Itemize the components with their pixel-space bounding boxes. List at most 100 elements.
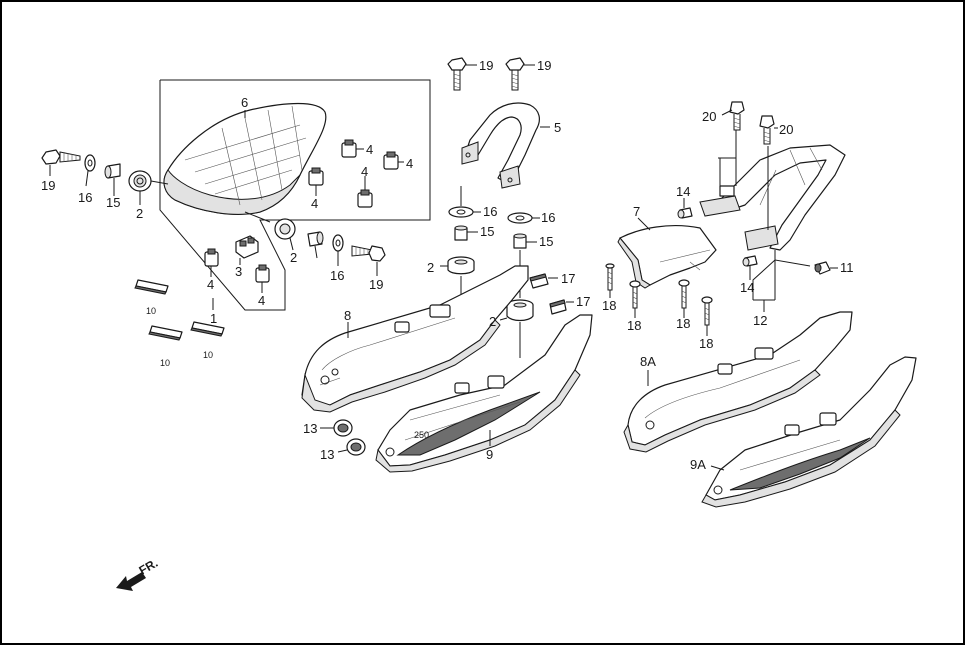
callout-16: 16 bbox=[78, 190, 92, 205]
clip-17-b bbox=[549, 299, 567, 315]
grommet-2-right-stack bbox=[506, 299, 534, 322]
callout-4: 4 bbox=[366, 142, 373, 157]
bolt-19-top-b bbox=[505, 57, 525, 91]
callout-19: 19 bbox=[537, 58, 551, 73]
bolt-19-top-a bbox=[447, 57, 467, 91]
strip-10-a bbox=[134, 279, 169, 295]
callout-6: 6 bbox=[241, 95, 248, 110]
seat bbox=[163, 102, 327, 215]
callout-4: 4 bbox=[311, 196, 318, 211]
washer-16-right-stack bbox=[507, 212, 533, 224]
collar-15-center bbox=[454, 225, 468, 241]
rubber-13-b bbox=[346, 438, 366, 456]
callout-5: 5 bbox=[554, 120, 561, 135]
callout-4: 4 bbox=[258, 293, 265, 308]
damper-4-low bbox=[357, 189, 373, 208]
side-panel-8A bbox=[623, 311, 853, 453]
callout-20: 20 bbox=[702, 109, 716, 124]
bolt-20-a bbox=[729, 101, 745, 131]
collar-15-left bbox=[104, 163, 121, 179]
callout-14: 14 bbox=[740, 280, 754, 295]
callout-9: 9 bbox=[486, 447, 493, 462]
pin-14-a bbox=[677, 207, 693, 219]
side-cover-9A bbox=[701, 356, 917, 508]
side-panel-8 bbox=[301, 265, 529, 413]
callout-18: 18 bbox=[676, 316, 690, 331]
damper-4-top-left bbox=[341, 139, 357, 158]
callout-13: 13 bbox=[303, 421, 317, 436]
front-direction-arrow bbox=[116, 572, 146, 591]
callout-11: 11 bbox=[840, 260, 854, 275]
callout-8A: 8A bbox=[640, 354, 656, 369]
callout-16: 16 bbox=[541, 210, 555, 225]
rubber-13-a bbox=[333, 419, 353, 437]
callout-19: 19 bbox=[41, 178, 55, 193]
callout-10: 10 bbox=[160, 358, 170, 368]
damper-4-mid bbox=[308, 167, 324, 186]
callout-18: 18 bbox=[627, 318, 641, 333]
callout-3: 3 bbox=[235, 264, 242, 279]
callout-19: 19 bbox=[369, 277, 383, 292]
callout-2: 2 bbox=[136, 206, 143, 221]
callout-17: 17 bbox=[576, 294, 590, 309]
damper-4-top-right bbox=[383, 151, 399, 170]
clip-17-a bbox=[529, 273, 549, 289]
grommet-2-left bbox=[128, 170, 152, 192]
bolt-19-left bbox=[41, 149, 81, 165]
screw-18-a bbox=[605, 263, 615, 291]
grommet-2-right bbox=[274, 218, 296, 240]
callout-9A: 9A bbox=[690, 457, 706, 472]
damper-4-lower-right bbox=[255, 264, 270, 283]
bolt-20-b bbox=[759, 115, 775, 145]
callout-10: 10 bbox=[146, 306, 156, 316]
grab-handle-5 bbox=[461, 102, 540, 189]
side-cover-9 bbox=[375, 314, 593, 473]
strip-10-c bbox=[190, 321, 225, 337]
callout-4: 4 bbox=[207, 277, 214, 292]
damper-4-lower-left bbox=[204, 248, 219, 267]
callout-20: 20 bbox=[779, 122, 793, 137]
collar-15-right bbox=[307, 231, 324, 247]
callout-4: 4 bbox=[406, 156, 413, 171]
callout-14: 14 bbox=[676, 184, 690, 199]
grommet-2-center bbox=[447, 256, 475, 275]
callout-12: 12 bbox=[753, 313, 767, 328]
callout-2: 2 bbox=[290, 250, 297, 265]
callout-13: 13 bbox=[320, 447, 334, 462]
screw-18-d bbox=[701, 296, 713, 326]
washer-16-right bbox=[332, 234, 344, 252]
stripe-logo-text: 250 bbox=[414, 430, 429, 440]
collar-15-right-stack bbox=[513, 233, 527, 249]
callout-16: 16 bbox=[330, 268, 344, 283]
callout-19: 19 bbox=[479, 58, 493, 73]
callout-10: 10 bbox=[203, 350, 213, 360]
callout-8: 8 bbox=[344, 308, 351, 323]
seat-bracket-3 bbox=[235, 235, 259, 259]
callout-16: 16 bbox=[483, 204, 497, 219]
callout-15: 15 bbox=[539, 234, 553, 249]
pin-14-b bbox=[742, 255, 758, 267]
washer-16-center bbox=[448, 206, 474, 218]
callout-18: 18 bbox=[699, 336, 713, 351]
callout-2: 2 bbox=[489, 314, 496, 329]
rear-carrier-12 bbox=[699, 144, 846, 251]
callout-1: 1 bbox=[210, 311, 217, 326]
callout-15: 15 bbox=[106, 195, 120, 210]
screw-18-c bbox=[678, 279, 690, 309]
callout-7: 7 bbox=[633, 204, 640, 219]
strip-10-b bbox=[148, 325, 183, 341]
washer-16-left bbox=[84, 154, 96, 172]
callout-15: 15 bbox=[480, 224, 494, 239]
cover-7 bbox=[617, 225, 717, 289]
plug-11 bbox=[814, 261, 831, 275]
seat-group-outline bbox=[159, 79, 431, 311]
callout-2: 2 bbox=[427, 260, 434, 275]
callout-17: 17 bbox=[561, 271, 575, 286]
screw-18-b bbox=[629, 280, 641, 309]
bolt-19-right bbox=[351, 245, 386, 262]
callout-4: 4 bbox=[361, 164, 368, 179]
callout-18: 18 bbox=[602, 298, 616, 313]
